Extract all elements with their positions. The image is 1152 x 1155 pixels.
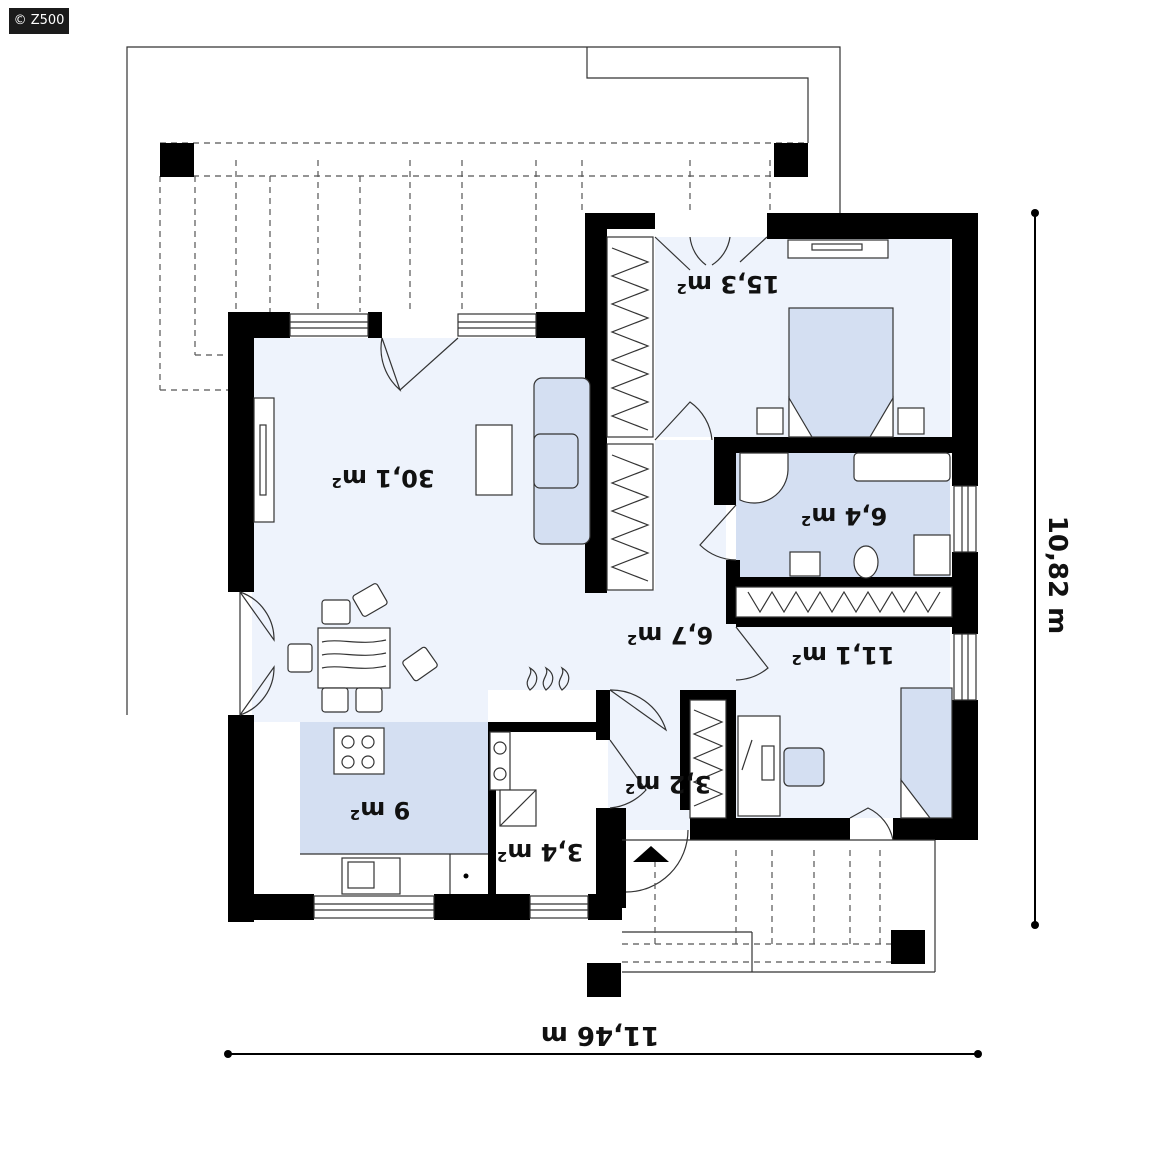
dimension-depth: 10,82 m	[1031, 209, 1072, 929]
pantry-fixtures	[499, 789, 537, 827]
room-label-bedroom-second: 11,1 m²	[791, 641, 894, 669]
entrance-canopy	[622, 839, 936, 973]
doors	[239, 236, 894, 893]
column-bottom-right	[891, 930, 925, 964]
living-furniture	[253, 377, 591, 713]
plants	[526, 666, 570, 691]
bedroom-second-furniture	[737, 687, 953, 819]
roof-outline	[126, 46, 841, 715]
room-label-bathroom: 6,4 m²	[801, 502, 887, 530]
dimension-depth-label: 10,82 m	[1042, 516, 1072, 634]
dimension-width: 11,46 m	[224, 1020, 982, 1058]
column-bottom-left	[587, 963, 621, 997]
column-top-left	[160, 143, 194, 177]
bedroom-main-furniture	[756, 239, 925, 438]
pergola-top	[159, 142, 808, 391]
bathroom-fixtures	[739, 452, 951, 579]
column-top-right	[774, 143, 808, 177]
room-label-vestibule: 3,2 m²	[625, 770, 711, 798]
wardrobes	[606, 236, 953, 819]
dimension-width-label: 11,46 m	[541, 1020, 659, 1050]
watermark-logo: © Z500	[9, 8, 69, 34]
room-label-bedroom-main: 15,3 m²	[676, 270, 779, 298]
kitchen-fixtures	[300, 727, 511, 895]
walls	[228, 213, 978, 922]
windows	[289, 313, 977, 919]
room-label-kitchen: 9 m²	[350, 796, 411, 824]
room-labels: 30,1 m² 15,3 m² 6,4 m² 6,7 m² 11,1 m² 9 …	[331, 270, 894, 866]
room-label-hall: 6,7 m²	[627, 621, 713, 649]
room-label-pantry: 3,4 m²	[497, 838, 583, 866]
room-label-living: 30,1 m²	[331, 464, 434, 492]
